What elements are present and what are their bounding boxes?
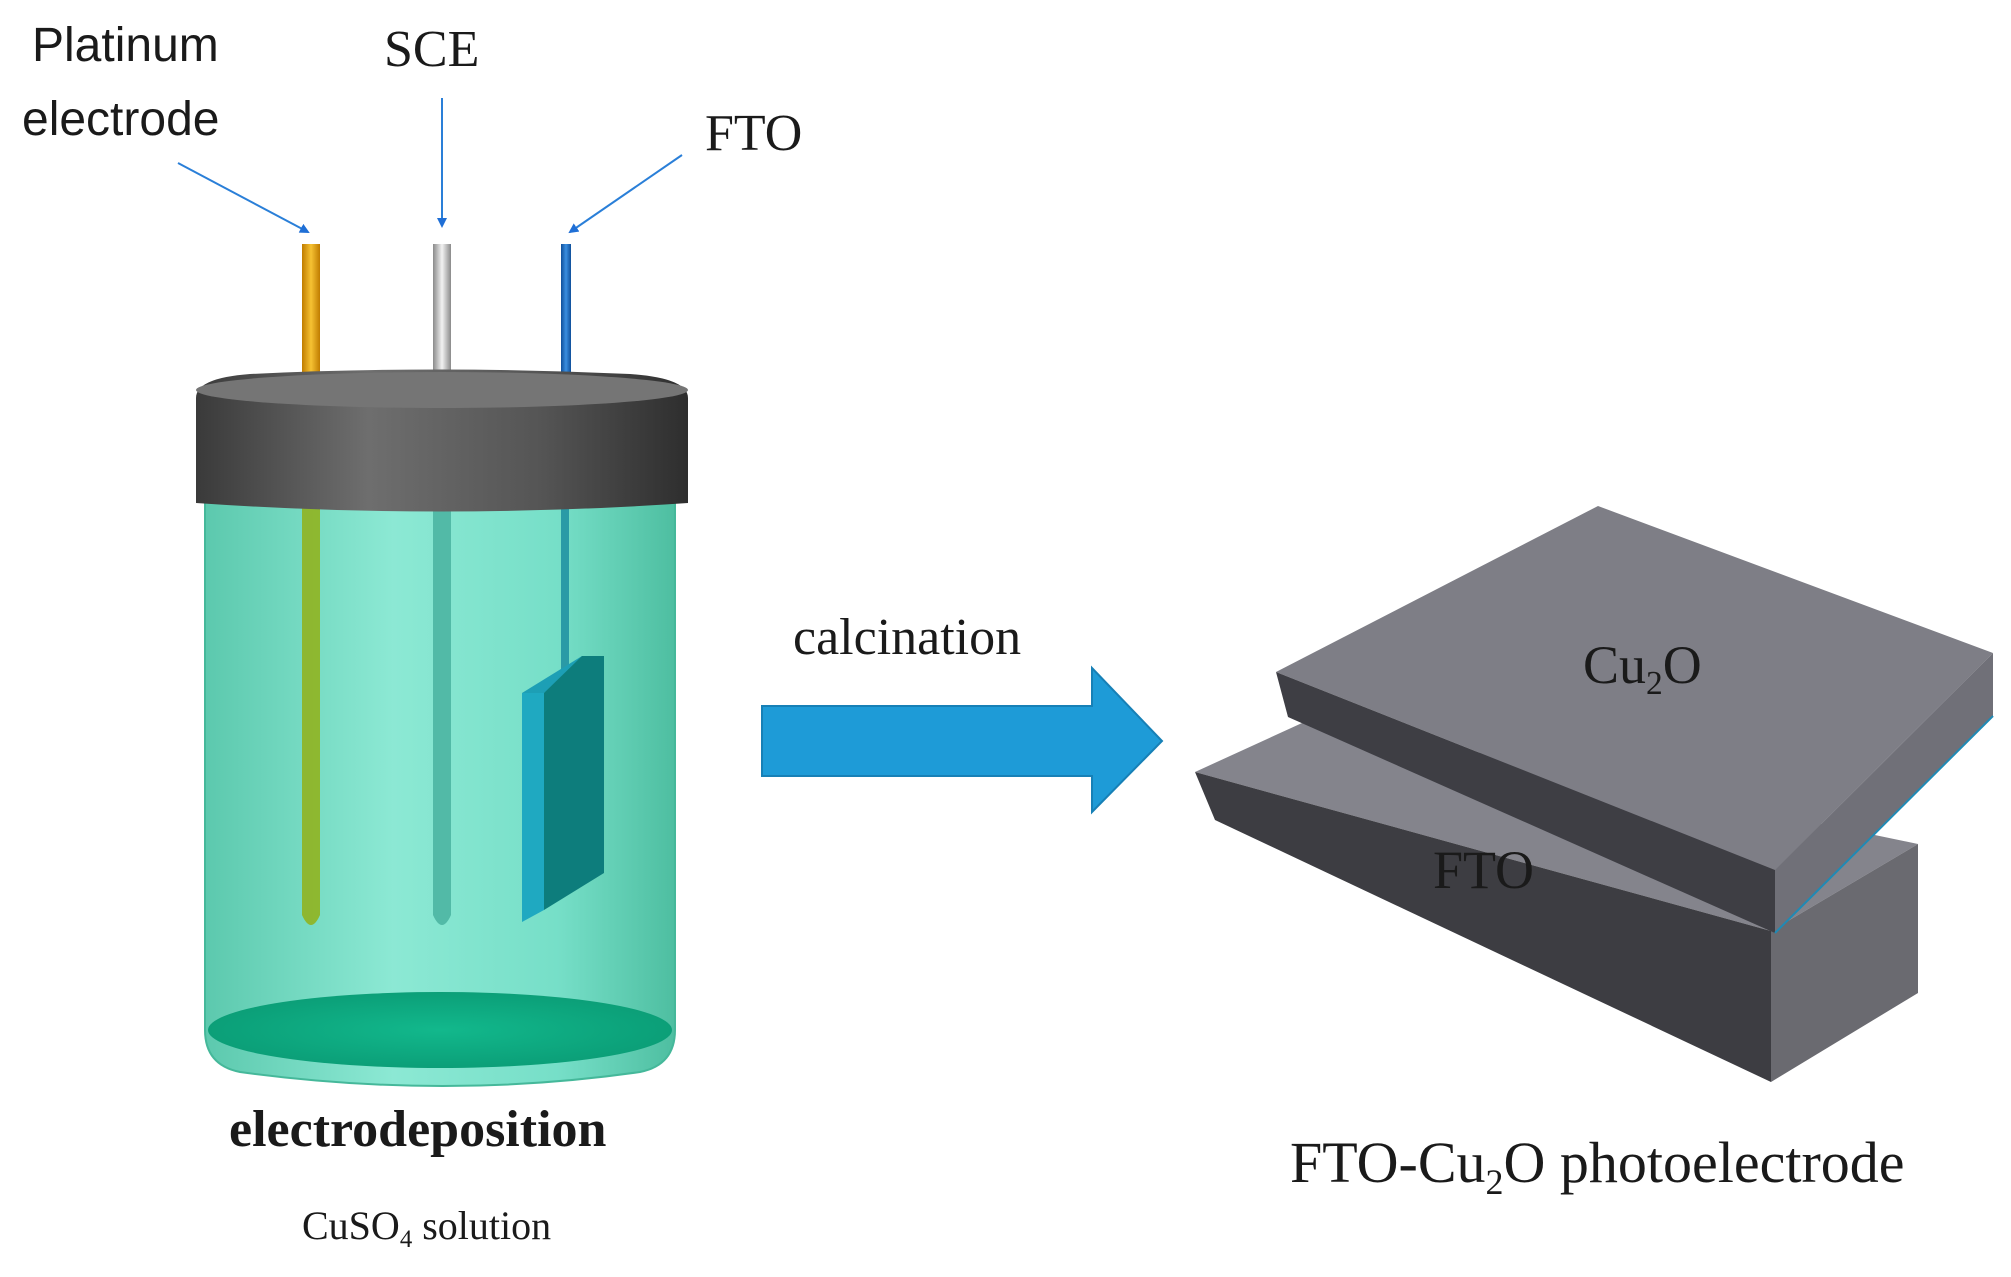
solution-text: solution (412, 1203, 552, 1248)
cu2o-layer-side (1775, 653, 1993, 933)
cuso4-text: CuSO (302, 1203, 400, 1248)
cu2o-layer-front (1276, 672, 1775, 933)
fto-electrode-wire-submerged (561, 505, 569, 675)
photoelectrode-caption: FTO-Cu2O photoelectrode (1290, 1134, 1905, 1200)
sce-label: SCE (384, 21, 480, 78)
cu2o-layer-label: Cu2O (1583, 635, 1702, 700)
platinum-electrode-label-line1: Platinum (32, 19, 219, 72)
cu2o-layer-top (1276, 506, 1993, 870)
beaker-bottom (208, 992, 672, 1068)
fto-electrode-label: FTO (705, 105, 803, 162)
platinum-electrode-submerged (302, 505, 320, 925)
cu2o-edge-highlight (1774, 715, 1994, 934)
photo-subscript: 2 (1485, 1161, 1504, 1202)
cu2o-text-cu: Cu (1583, 635, 1647, 695)
platinum-electrode-rod (302, 244, 320, 382)
platinum-electrode-label-line2: electrode (22, 93, 220, 146)
fto-plate-front (522, 693, 544, 922)
cuso4-solution-label: CuSO4 solution (302, 1203, 552, 1252)
photo-text-rest: O photoelectrode (1503, 1130, 1905, 1195)
fto-plate-side (544, 656, 604, 910)
calcination-label: calcination (793, 609, 1022, 666)
cu2o-text-o: O (1662, 635, 1702, 695)
fto-layer-label: FTO (1433, 840, 1535, 900)
platinum-pointer-arrow (177, 162, 310, 233)
electrodeposition-label: electrodeposition (229, 1101, 607, 1158)
fto-layer-front (1195, 772, 1771, 1082)
fto-pointer-arrow (568, 154, 683, 234)
fto-electrode-rod (561, 244, 571, 382)
sce-electrode-rod (433, 244, 451, 382)
calcination-arrow (761, 665, 1164, 815)
cuso4-subscript: 4 (399, 1225, 413, 1253)
sce-electrode-submerged (433, 505, 451, 925)
photo-text-fto-cu: FTO-Cu (1290, 1130, 1486, 1195)
beaker-lid-top (196, 372, 688, 408)
fto-layer-side (1771, 844, 1918, 1082)
cu2o-subscript: 2 (1646, 664, 1663, 702)
